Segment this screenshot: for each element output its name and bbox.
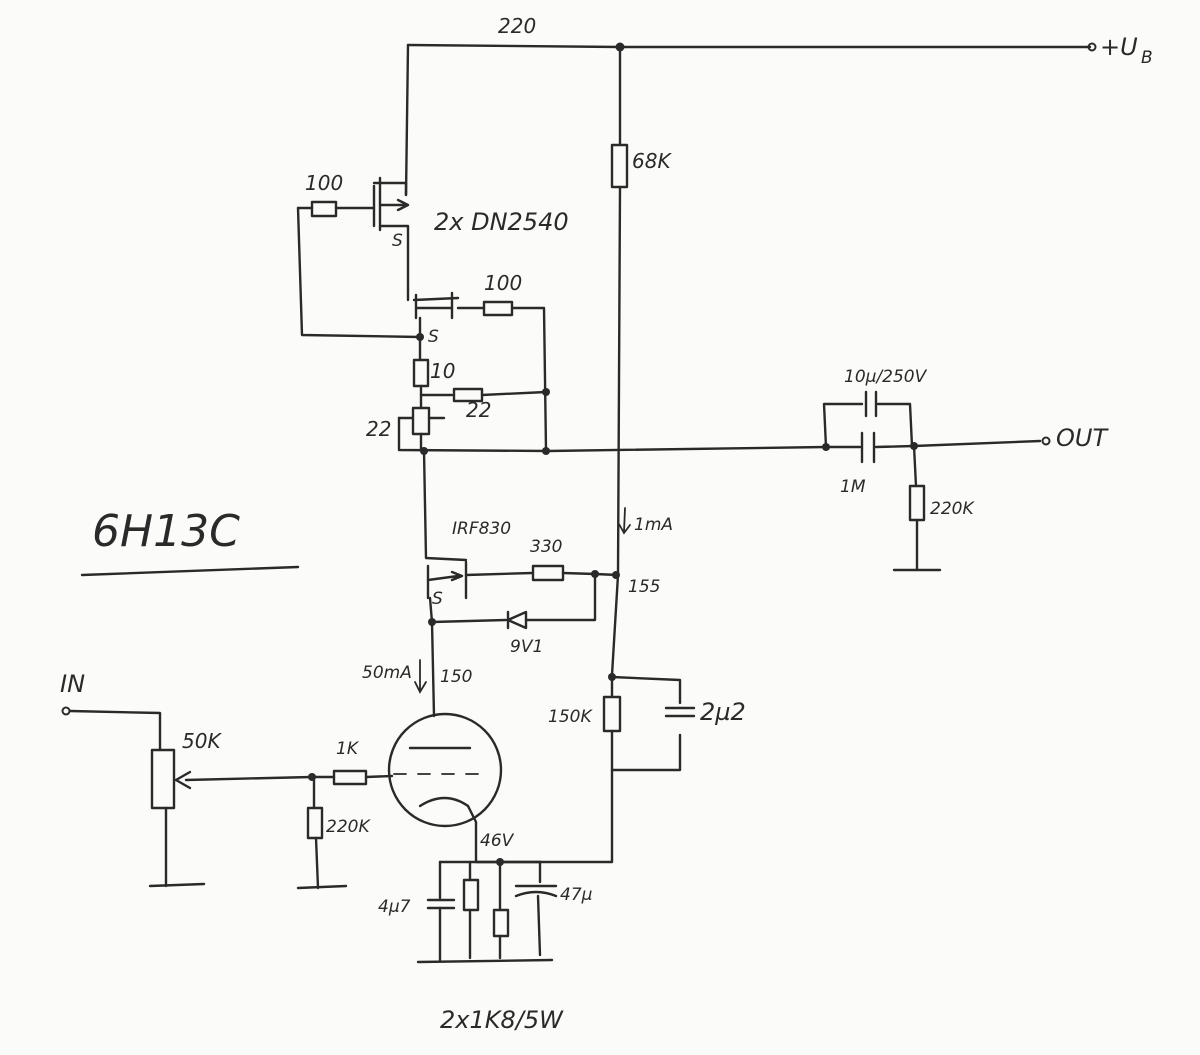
top-supply-rail xyxy=(406,42,1097,52)
output-label: OUT xyxy=(1056,424,1109,452)
anode-voltage-label: 150 xyxy=(440,667,472,687)
upper-source-label: S xyxy=(392,231,403,251)
output-network xyxy=(546,390,1051,572)
mosfet-pair-label: 2x DN2540 xyxy=(434,208,569,236)
grid-resistor-label: 1K xyxy=(336,739,360,759)
input-network xyxy=(61,706,394,890)
tube-name-label: 6H13C xyxy=(92,506,240,557)
grid-leak-label: 220K xyxy=(326,817,371,837)
sense-resistor-label: 10 xyxy=(430,359,455,383)
resistor-330-label: 330 xyxy=(530,537,562,557)
upper-mosfet-dn2540 xyxy=(372,43,410,292)
input-label: IN xyxy=(60,670,85,698)
divider-resistor-label: 150K xyxy=(548,707,593,727)
lower-source-label: S xyxy=(432,589,443,609)
right-branch-wires xyxy=(503,45,696,864)
cathode-voltage-label: 46V xyxy=(480,831,515,851)
sense-resistor-network xyxy=(397,335,550,455)
cathode-cap-small-label: 4µ7 xyxy=(378,897,411,917)
supply-voltage-label: +U xyxy=(1100,33,1138,61)
supply-voltage-subscript: B xyxy=(1141,48,1153,68)
tube-current-label: 50mA xyxy=(362,663,412,683)
output-cap-small-label: 1M xyxy=(840,477,866,497)
cathode-cap-big-label: 47µ xyxy=(560,885,593,905)
pot-label: 50K xyxy=(182,729,222,753)
triode-tube xyxy=(387,620,507,866)
lower-mosfet-irf830 xyxy=(422,449,620,630)
resistor-22-a-label: 22 xyxy=(366,417,391,441)
middle-mosfet-dn2540 xyxy=(406,288,548,452)
cathode-network xyxy=(416,860,558,964)
drain-resistor-label: 68K xyxy=(632,149,672,173)
resistor-22-b-label: 22 xyxy=(466,398,491,422)
node-155-label: 155 xyxy=(628,577,660,597)
output-resistor-label: 220K xyxy=(930,499,975,519)
upper-gate-resistor-label: 100 xyxy=(305,171,343,195)
cathode-resistors-label: 2x1K8/5W xyxy=(440,1006,564,1034)
current-label: 1mA xyxy=(634,515,673,535)
middle-source-label: S xyxy=(428,327,439,347)
upper-gate-resistor xyxy=(296,200,422,339)
lower-mosfet-label: IRF830 xyxy=(452,519,511,539)
tube-current-arrow-icon xyxy=(414,659,427,694)
current-arrow-icon xyxy=(618,507,631,535)
supply-resistor-label: 220 xyxy=(498,14,536,38)
middle-gate-resistor-label: 100 xyxy=(484,271,522,295)
divider-cap-label: 2µ2 xyxy=(700,698,746,726)
zener-label: 9V1 xyxy=(510,637,543,657)
tube-name-underline xyxy=(80,565,300,577)
output-cap-big-label: 10µ/250V xyxy=(844,367,928,387)
